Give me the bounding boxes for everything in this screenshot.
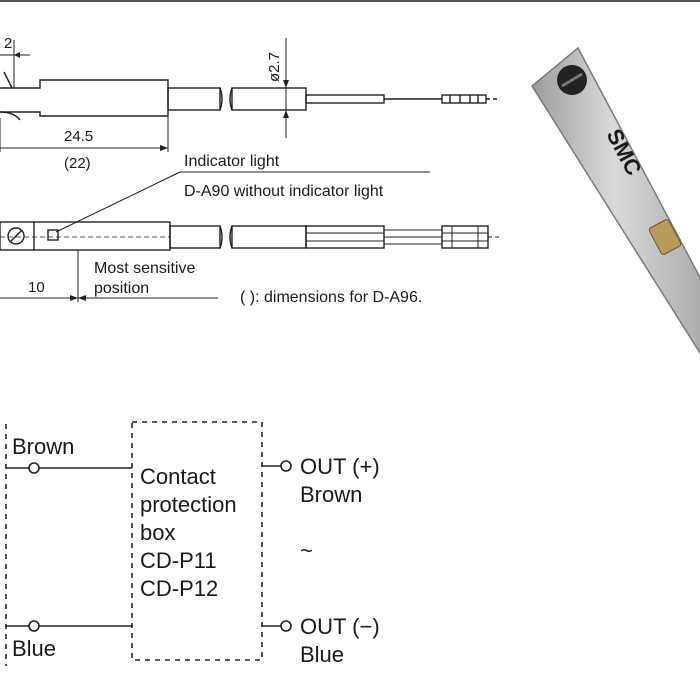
box-line-3: box xyxy=(140,520,175,545)
out-minus-terminal xyxy=(280,620,292,632)
side-view-indicator xyxy=(47,229,59,241)
dim-diameter: ø2.7 xyxy=(266,52,283,82)
out-minus-label: OUT (−) xyxy=(300,614,380,639)
ac-tilde: ~ xyxy=(300,538,313,563)
indicator-leader xyxy=(55,171,181,233)
blue-terminal xyxy=(28,620,40,632)
wire-blue-label: Blue xyxy=(12,636,56,661)
top-view-wire-1 xyxy=(305,94,385,104)
sensor-body xyxy=(531,46,700,355)
dim-length: 24.5 xyxy=(64,128,93,145)
dimension-note: ( ): dimensions for D-A96. xyxy=(240,289,422,306)
box-line-5: CD-P12 xyxy=(140,576,218,601)
brown-terminal xyxy=(28,462,40,474)
wire-brown-label: Brown xyxy=(12,434,74,459)
side-view-screw xyxy=(7,227,25,245)
box-line-4: CD-P11 xyxy=(140,548,217,573)
out-plus-label: OUT (+) xyxy=(300,454,380,479)
most-sensitive-label-1: Most sensitive xyxy=(94,260,195,277)
top-view xyxy=(0,38,500,152)
without-indicator-label: D-A90 without indicator light xyxy=(184,183,384,200)
sensor-indicator-window xyxy=(648,219,682,255)
most-sensitive-label-2: position xyxy=(94,280,149,297)
indicator-light-label: Indicator light xyxy=(184,153,280,170)
contact-protection-box xyxy=(131,421,263,661)
out-plus-color: Brown xyxy=(300,482,362,507)
side-view-connector xyxy=(441,225,489,249)
top-view-connector xyxy=(441,94,487,104)
side-view xyxy=(0,221,502,302)
top-view-cable-2 xyxy=(231,87,307,111)
circuit xyxy=(5,421,292,666)
dim-length-alt: (22) xyxy=(64,155,91,172)
side-view-cable-2 xyxy=(231,225,307,249)
dim-top-width: 2 xyxy=(4,35,12,52)
out-plus-terminal xyxy=(280,460,292,472)
top-view-break xyxy=(219,87,233,111)
side-view-body xyxy=(0,221,171,251)
product-photo: SMC xyxy=(531,46,700,355)
side-view-cable-1 xyxy=(169,225,221,249)
side-view-wires-1 xyxy=(305,225,385,249)
box-line-1: Contact xyxy=(140,464,216,489)
box-line-2: protection xyxy=(140,492,237,517)
out-minus-color: Blue xyxy=(300,642,344,667)
dim-sensitive-offset: 10 xyxy=(28,279,45,296)
top-view-notch xyxy=(0,71,21,121)
top-view-cable-1 xyxy=(167,87,221,111)
top-view-body xyxy=(0,79,169,117)
